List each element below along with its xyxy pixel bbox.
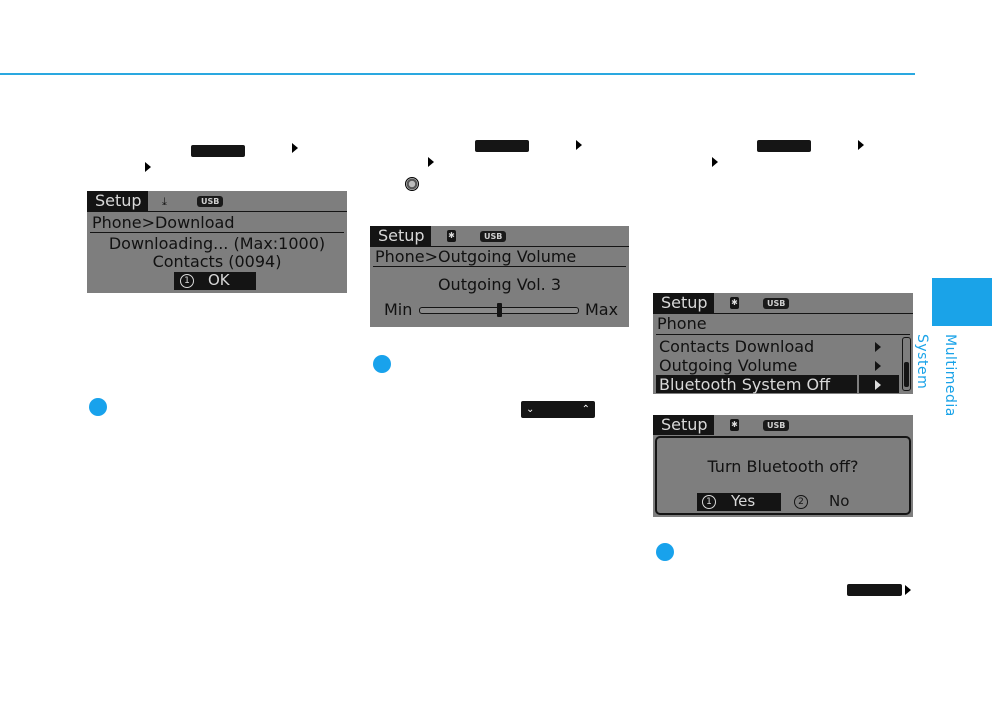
menu-item-label: Outgoing Volume	[659, 356, 798, 375]
tune-knob-icon	[405, 177, 419, 191]
download-icon: ⤓	[162, 195, 167, 208]
selection-separator	[857, 375, 859, 393]
info-dot-icon	[89, 398, 107, 416]
menu-scrollbar[interactable]	[902, 337, 911, 391]
yes-label: Yes	[731, 492, 756, 510]
menu-item-outgoing-volume[interactable]: Outgoing Volume	[657, 356, 897, 375]
key-button-graphic	[757, 140, 811, 152]
screen-header: Setup ✱ USB	[653, 293, 913, 313]
info-dot-icon	[373, 355, 391, 373]
menu-item-label: Contacts Download	[659, 337, 815, 356]
bluetooth-off-dialog-screen: Setup ✱ USB Turn Bluetooth off? 1 Yes 2 …	[653, 415, 913, 517]
volume-slider-thumb[interactable]	[497, 303, 502, 317]
chevron-right-icon	[875, 380, 881, 390]
chevron-up-icon: ⌃	[581, 404, 590, 415]
menu-item-contacts-download[interactable]: Contacts Download	[657, 337, 897, 356]
bluetooth-icon: ✱	[447, 230, 456, 242]
ok-button[interactable]: 1 OK	[174, 272, 256, 290]
breadcrumb: Phone>Outgoing Volume	[375, 247, 577, 266]
screen-header: Setup ✱ USB	[653, 415, 913, 435]
step-arrow-icon	[576, 140, 582, 150]
phone-menu-screen: Setup ✱ USB Phone Contacts Download Outg…	[653, 293, 913, 394]
step-arrow-icon	[712, 157, 718, 167]
info-dot-icon	[656, 543, 674, 561]
outgoing-volume-screen: Setup ✱ USB Phone>Outgoing Volume Outgoi…	[370, 226, 629, 327]
volume-level-text: Outgoing Vol. 3	[437, 275, 562, 294]
scrollbar-thumb[interactable]	[904, 362, 909, 387]
breadcrumb-divider	[90, 232, 344, 233]
usb-badge: USB	[763, 420, 790, 431]
header-divider	[87, 211, 347, 212]
ok-label: OK	[208, 271, 230, 289]
download-progress-text: Downloading... (Max:1000)	[108, 234, 326, 253]
dialog-question: Turn Bluetooth off?	[707, 457, 859, 476]
number-badge: 1	[180, 274, 194, 288]
header-divider	[370, 246, 629, 247]
usb-badge: USB	[480, 231, 507, 242]
key-button-graphic	[191, 145, 245, 157]
menu-title: Phone	[657, 314, 707, 333]
chevron-right-icon	[875, 361, 881, 371]
max-label: Max	[585, 300, 619, 319]
download-screen: Setup ⤓ USB Phone>Download Downloading..…	[87, 191, 347, 293]
chevron-right-icon	[875, 342, 881, 352]
yes-button[interactable]: 1 Yes	[697, 493, 781, 511]
bluetooth-icon: ✱	[730, 297, 739, 309]
screen-header: Setup ✱ USB	[370, 226, 629, 246]
chapter-side-label: Multimedia System	[914, 334, 958, 417]
seek-updown-key-graphic: ⌄ ⌃	[521, 401, 595, 418]
setup-label: Setup	[653, 415, 714, 435]
header-divider	[653, 313, 913, 314]
step-arrow-icon	[292, 143, 298, 153]
screen-header: Setup ⤓ USB	[87, 191, 347, 211]
bluetooth-icon: ✱	[730, 419, 739, 431]
chapter-side-tab	[932, 278, 992, 326]
no-button[interactable]: 2 No	[789, 493, 869, 511]
title-divider	[656, 334, 910, 335]
confirm-dialog: Turn Bluetooth off? 1 Yes 2 No	[655, 436, 911, 515]
usb-badge: USB	[763, 298, 790, 309]
no-label: No	[829, 492, 850, 510]
setup-label: Setup	[87, 191, 148, 211]
breadcrumb-divider	[373, 266, 626, 267]
setup-label: Setup	[653, 293, 714, 313]
contacts-count-text: Contacts (0094)	[152, 252, 282, 271]
menu-item-bluetooth-system-off[interactable]: Bluetooth System Off	[656, 375, 899, 394]
top-divider-line	[0, 73, 915, 75]
number-badge: 2	[794, 495, 808, 509]
key-button-graphic	[475, 140, 529, 152]
min-label: Min	[384, 300, 413, 319]
step-arrow-icon	[145, 162, 151, 172]
chevron-down-icon: ⌄	[526, 404, 535, 415]
breadcrumb: Phone>Download	[92, 213, 235, 232]
key-button-graphic	[847, 584, 902, 596]
step-arrow-icon	[905, 585, 911, 595]
menu-item-label: Bluetooth System Off	[659, 375, 831, 394]
step-arrow-icon	[428, 157, 434, 167]
number-badge: 1	[702, 495, 716, 509]
step-arrow-icon	[858, 140, 864, 150]
usb-badge: USB	[197, 196, 224, 207]
setup-label: Setup	[370, 226, 431, 246]
